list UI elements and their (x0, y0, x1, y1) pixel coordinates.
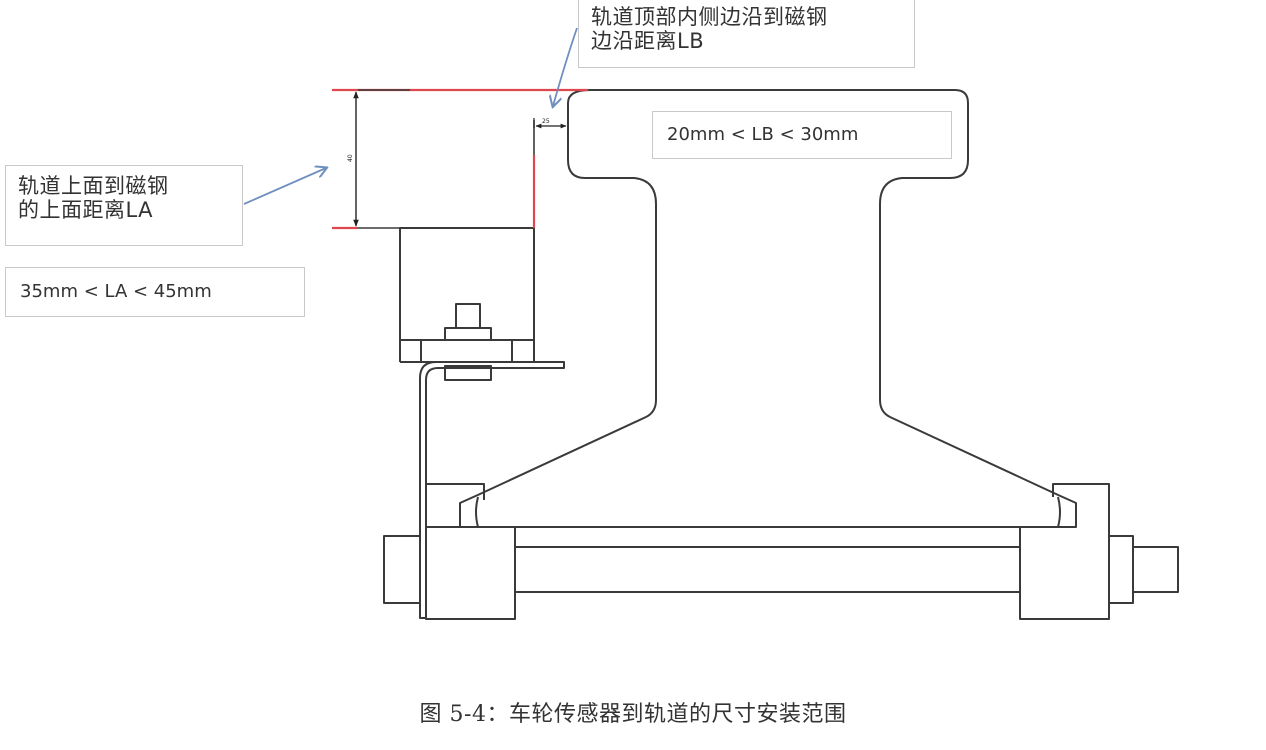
la-description-box: 轨道上面到磁钢 的上面距离LA (5, 165, 243, 246)
la-dim-label: 40 (347, 154, 354, 162)
lb-range-text: 20mm < LB < 30mm (667, 124, 859, 145)
lb-description-box: 轨道顶部内侧边沿到磁钢 边沿距离LB (578, 0, 915, 68)
rail-profile (459, 89, 1077, 528)
right-nut (1108, 535, 1134, 604)
la-description-line1: 轨道上面到磁钢 (18, 174, 169, 198)
lb-description-line2: 边沿距离LB (591, 29, 705, 53)
la-description-line2: 的上面距离LA (18, 198, 154, 222)
la-pointer-arrow (243, 168, 326, 205)
lb-pointer-arrow (553, 27, 578, 106)
left-clamp-block (426, 483, 485, 500)
mounting-bracket (419, 361, 565, 619)
la-range-box: 35mm < LA < 45mm (5, 267, 305, 317)
lb-dimension (533, 118, 567, 129)
magnet-body (399, 227, 535, 341)
lb-description-line1: 轨道顶部内侧边沿到磁钢 (591, 5, 828, 29)
right-bolt-end (1132, 546, 1179, 593)
la-range-text: 35mm < LA < 45mm (20, 281, 212, 302)
lb-dim-label: 25 (542, 118, 550, 125)
left-clamp-body (425, 526, 516, 620)
lb-range-box: 20mm < LB < 30mm (652, 111, 952, 159)
nut (444, 327, 492, 341)
left-bolt-end (383, 535, 421, 604)
bolt-head (455, 303, 481, 329)
right-clamp-block (1019, 483, 1110, 620)
lower-nut (444, 365, 492, 381)
figure-caption: 图 5-4：车轮传感器到轨道的尺寸安装范围 (419, 702, 847, 727)
